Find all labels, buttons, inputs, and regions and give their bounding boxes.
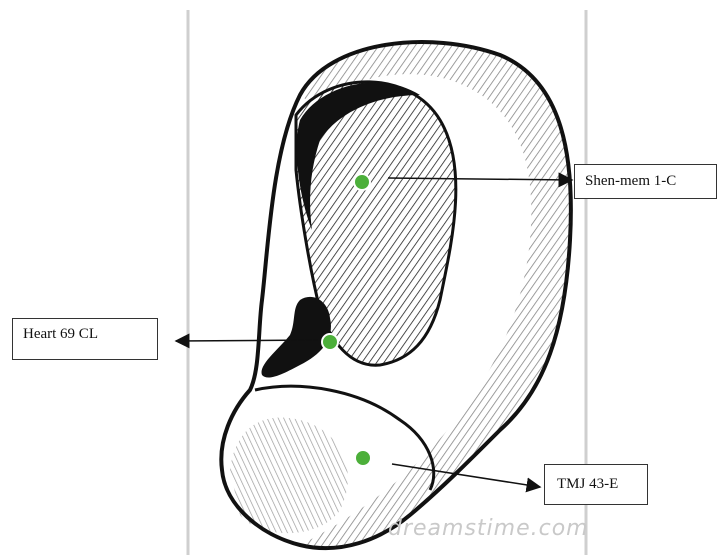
point-heart[interactable]: [322, 334, 338, 350]
label-tmj-text: TMJ 43-E: [557, 476, 618, 493]
label-heart-text: Heart 69 CL: [23, 326, 98, 343]
point-tmj[interactable]: [355, 450, 371, 466]
label-tmj: TMJ 43-E: [544, 464, 648, 505]
label-shen-mem-text: Shen-mem 1-C: [585, 173, 676, 190]
label-shen-mem: Shen-mem 1-C: [574, 164, 717, 199]
point-shen-mem[interactable]: [354, 174, 370, 190]
watermark: dreamstime.com: [388, 516, 589, 541]
arrow-heart: [176, 340, 318, 341]
label-heart: Heart 69 CL: [12, 318, 158, 360]
